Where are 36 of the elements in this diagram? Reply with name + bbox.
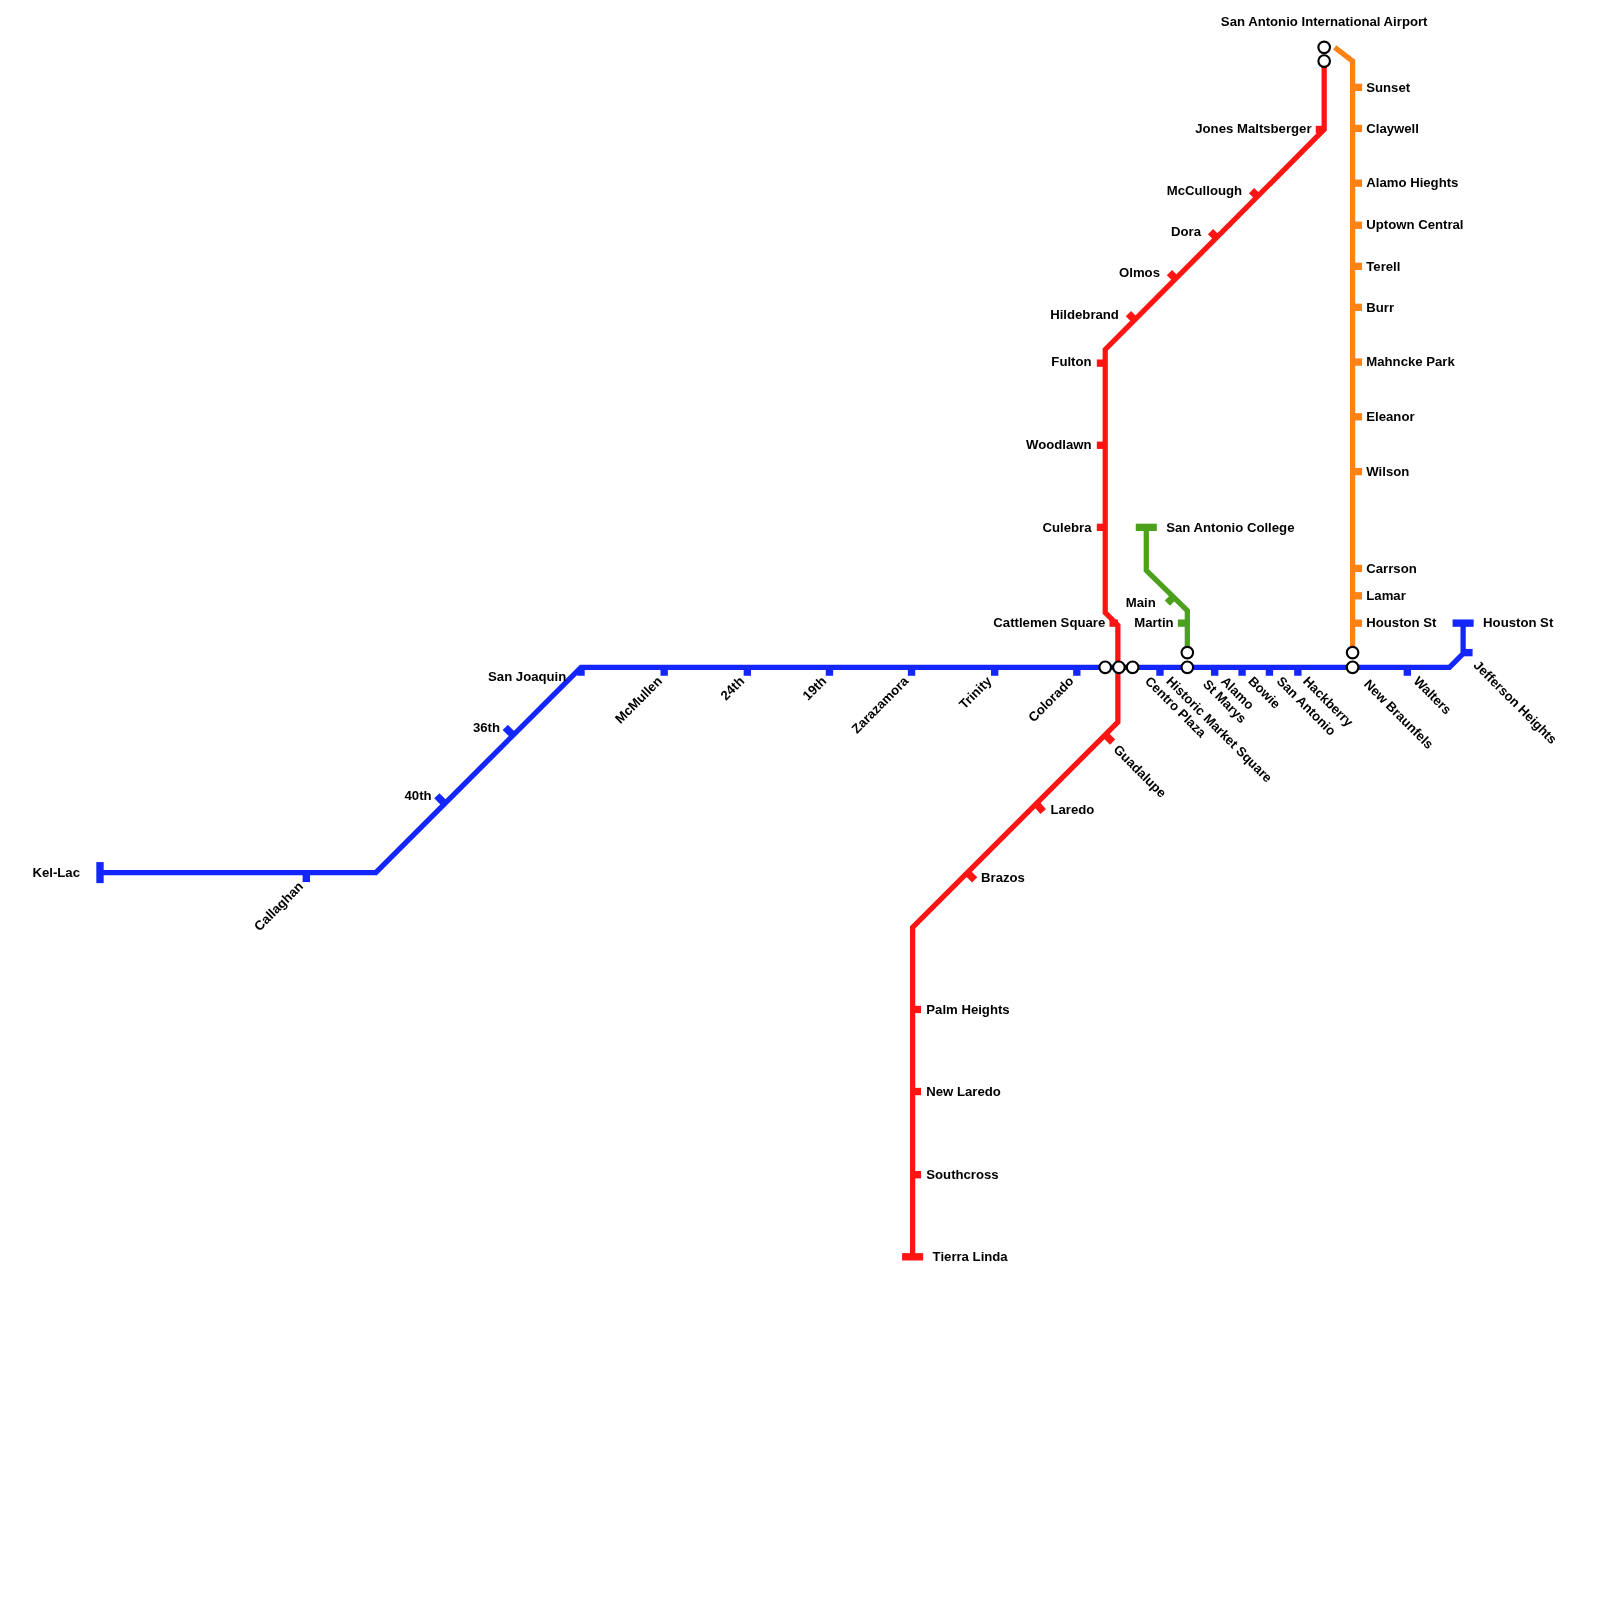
station-label: San Antonio College — [1166, 519, 1295, 536]
station-label: 40th — [404, 787, 432, 805]
station-label: Main — [1125, 594, 1156, 612]
station-label: Southcross — [926, 1166, 999, 1184]
station-label: Burr — [1366, 299, 1395, 316]
station-label: Woodlawn — [1026, 436, 1092, 454]
station-label: Fulton — [1051, 353, 1092, 371]
station-label: Eleanor — [1366, 408, 1415, 426]
station-label: Jones Maltsberger — [1195, 120, 1312, 137]
station-label: Houston St — [1483, 614, 1554, 632]
station-label: Claywell — [1366, 120, 1419, 137]
station-label: Cattlemen Square — [993, 614, 1106, 632]
station-label: Lamar — [1366, 587, 1406, 605]
station-label: Terell — [1366, 257, 1401, 275]
station-label: Olmos — [1119, 264, 1160, 282]
station-label: Carrson — [1366, 560, 1417, 577]
station-label: Hildebrand — [1050, 306, 1119, 324]
station-label: Laredo — [1050, 801, 1095, 818]
station-label: 36th — [472, 719, 500, 736]
station-label: Alamo Hieghts — [1366, 174, 1459, 192]
station-label: Houston St — [1366, 614, 1437, 632]
station-label: New Laredo — [926, 1083, 1001, 1100]
station-label: San Antonio International Airport — [1220, 13, 1428, 31]
station-label: Mahncke Park — [1366, 353, 1455, 371]
station-label: Sunset — [1366, 79, 1411, 96]
station-label: Culebra — [1042, 519, 1092, 536]
station-label: Martin — [1134, 614, 1174, 632]
station-label: McCullough — [1166, 182, 1243, 199]
station-label: San Joaquin — [488, 668, 567, 686]
station-label: Brazos — [981, 869, 1025, 887]
station-label: Wilson — [1366, 463, 1410, 480]
station-label: Kel-Lac — [32, 864, 80, 882]
station-label: Palm Heights — [926, 1001, 1010, 1018]
station-label: Uptown Central — [1366, 216, 1464, 234]
station-label: Tierra Linda — [932, 1248, 1008, 1266]
station-label: Dora — [1171, 223, 1201, 240]
